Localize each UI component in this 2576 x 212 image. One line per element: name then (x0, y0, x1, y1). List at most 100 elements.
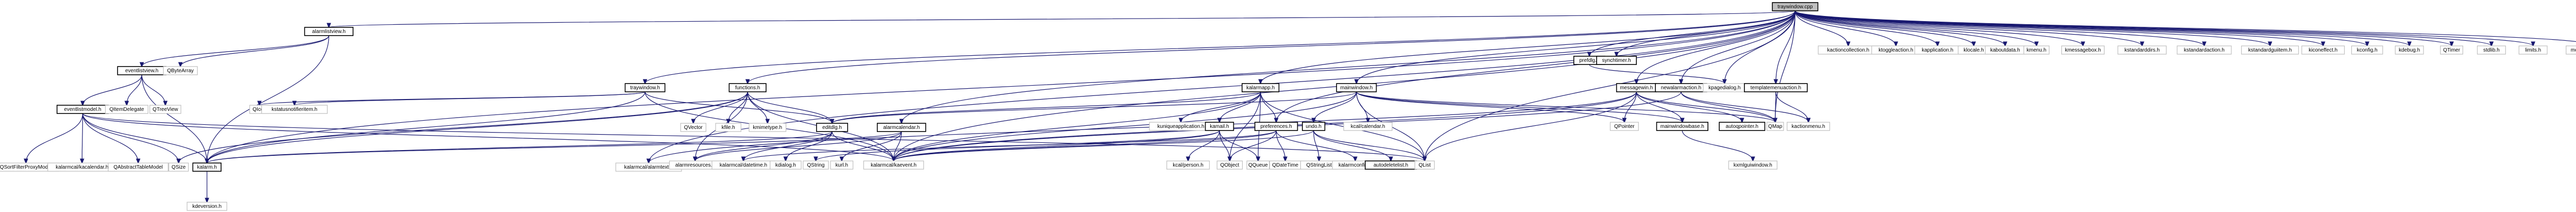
edge-messagewin_h-to-alarmtext_h (649, 91, 1637, 163)
node-kalarmapp-h[interactable]: kalarmapp.h (1242, 83, 1280, 92)
node-box (803, 160, 829, 170)
node-box (2566, 45, 2576, 55)
node-mainwindowbase-h[interactable]: mainwindowbase.h (1656, 122, 1708, 131)
edge-prefdlg_h-to-kpagedialog_h (1589, 64, 1724, 84)
node-QStringList: QStringList (1300, 160, 1338, 170)
node-eventlistview-h[interactable]: eventlistview.h (117, 66, 167, 75)
edge-kamail_h-to-QQueue (1219, 130, 1258, 161)
node-box (2351, 45, 2383, 55)
edge-traywindow_cpp-to-kaboutdata_h (1794, 10, 2005, 46)
node-traywindow-h[interactable]: traywindow.h (624, 83, 666, 92)
node-label: templatemenuaction.h (1751, 85, 1801, 91)
edge-eventlistview_h-to-QTreeView (141, 74, 165, 105)
edges-layer (26, 10, 2576, 202)
node-box (680, 123, 706, 132)
edge-undo_h-to-QList (1313, 130, 1425, 161)
edge-traywindow_cpp-to-alarmtext_h (649, 10, 1795, 163)
edge-editdlg_h-to-alarmresources_h (695, 131, 833, 161)
node-label: QSize (172, 165, 186, 170)
node-kdeversion-h: kdeversion.h (187, 202, 227, 211)
node-traywindow-cpp[interactable]: traywindow.cpp (1772, 2, 1819, 11)
node-label: kpagedialog.h (1708, 85, 1740, 91)
node-box (1216, 160, 1243, 170)
edge-traywindow_h-to-kstatusnotifieritem_h (295, 91, 646, 105)
node-label: QVector (684, 125, 703, 131)
node-label: kmenu.h (2027, 47, 2046, 53)
node-kuniqueapplication-h: kuniqueapplication.h (1149, 122, 1213, 131)
edge-traywindow_cpp-to-moc_traywindow_cpp (1794, 10, 2576, 42)
node-templatemenuaction-h[interactable]: templatemenuaction.h (1744, 83, 1808, 92)
node-kcal-person-h: kcal/person.h (1166, 160, 1210, 170)
edge-preferences_h-to-QDateTime (1276, 130, 1285, 161)
node-label: kstandardaction.h (2184, 47, 2225, 53)
node-box (1656, 122, 1708, 131)
edge-kalarmapp_h-to-QList (1260, 91, 1425, 161)
node-editdlg-h[interactable]: editdlg.h (816, 123, 849, 132)
node-kpagedialog-h: kpagedialog.h (1703, 83, 1747, 92)
edge-kamail_h-to-kaevent_h (894, 130, 1220, 161)
node-box (876, 123, 926, 132)
node-box (163, 66, 198, 75)
node-box (2301, 45, 2345, 55)
node-box (149, 105, 181, 114)
node-functions-h[interactable]: functions.h (728, 83, 767, 92)
node-label: QPointer (1614, 124, 1635, 129)
node-alarmcalendar-h[interactable]: alarmcalendar.h (876, 123, 926, 132)
edge-newalarmaction_h-to-QMap (1681, 91, 1775, 122)
node-box (715, 123, 741, 132)
edge-traywindow_cpp-to-kconfig_h (1794, 10, 2367, 46)
node-box (1343, 122, 1393, 131)
node-label: mainwindowbase.h (1660, 124, 1704, 129)
node-autoqpointer-h[interactable]: autoqpointer.h (1719, 122, 1766, 131)
node-kamail-h[interactable]: kamail.h (1205, 122, 1234, 131)
node-box (2241, 45, 2299, 55)
node-QString: QString (803, 160, 829, 170)
node-box (1744, 83, 1808, 92)
node-kstatusnotifieritem-h: kstatusnotifieritem.h (261, 105, 328, 114)
node-label: kactionmenu.h (1792, 124, 1825, 129)
edge-editdlg_h-to-datetime_h (743, 131, 833, 161)
node-newalarmaction-h[interactable]: newalarmaction.h (1655, 83, 1707, 92)
node-undo-h[interactable]: undo.h (1302, 122, 1326, 131)
node-QQueue: QQueue (1246, 160, 1270, 170)
node-messagewin-h[interactable]: messagewin.h (1616, 83, 1657, 92)
node-box (187, 202, 227, 211)
node-autodeletelist-h[interactable]: autodeletelist.h (1365, 160, 1417, 170)
node-synchtimer-h[interactable]: synchtimer.h (1596, 56, 1637, 65)
node-box (1766, 122, 1784, 131)
edge-kalarmapp_h-to-kamail_h (1219, 91, 1261, 122)
node-eventlistmodel-h[interactable]: eventlistmodel.h (56, 105, 109, 114)
node-label: kcal/person.h (1173, 162, 1203, 168)
node-kalarm-h[interactable]: kalarm.h (192, 162, 222, 172)
node-label: kxmlguiwindow.h (1734, 162, 1772, 168)
node-ktoggleaction-h: ktoggleaction.h (1871, 45, 1921, 55)
edge-kalarmapp_h-to-kaevent_h (894, 91, 1261, 161)
node-QMap: QMap (1766, 122, 1784, 131)
node-label: autodeletelist.h (1374, 162, 1408, 168)
node-label: kactioncollection.h (1827, 47, 1870, 53)
node-label: QString (807, 162, 825, 168)
node-label: functions.h (735, 85, 760, 91)
edge-mainwindowbase_h-to-kxmlguiwindow_h (1682, 130, 1753, 161)
edge-kalarmapp_h-to-QObject (1230, 91, 1261, 161)
node-mainwindow-h[interactable]: mainwindow.h (1336, 83, 1377, 92)
node-preferences-h[interactable]: preferences.h (1254, 122, 1298, 131)
edge-traywindow_h-to-kalarm_h (207, 91, 646, 163)
edge-editdlg_h-to-kdialog_h (786, 131, 833, 161)
edge-traywindow_cpp-to-alarmcalendar_h (902, 10, 1795, 123)
node-moc-traywindow-cpp: moc_traywindow.cpp (2566, 45, 2576, 55)
node-label: moc_traywindow.cpp (2571, 47, 2576, 53)
edge-traywindow_cpp-to-kalarm_h (207, 10, 1795, 163)
node-kacalendar-h: kalarmcal/kacalendar.h (47, 162, 117, 172)
node-alarmlistview-h[interactable]: alarmlistview.h (304, 27, 354, 36)
node-kaboutdata-h: kaboutdata.h (1985, 45, 2026, 55)
edge-templatemenuaction_h-to-QMap (1775, 91, 1776, 122)
node-label: kcal/calendar.h (1351, 124, 1385, 129)
edge-traywindow_cpp-to-kiconeffect_h (1794, 10, 2323, 46)
edge-traywindow_cpp-to-limits_h (1794, 10, 2533, 46)
edge-mainwindow_h-to-editdlg_h (832, 91, 1357, 123)
edge-traywindow_cpp-to-messagewin_h (1636, 10, 1795, 84)
node-label: QList (1419, 162, 1431, 168)
node-label: editdlg.h (822, 125, 842, 131)
